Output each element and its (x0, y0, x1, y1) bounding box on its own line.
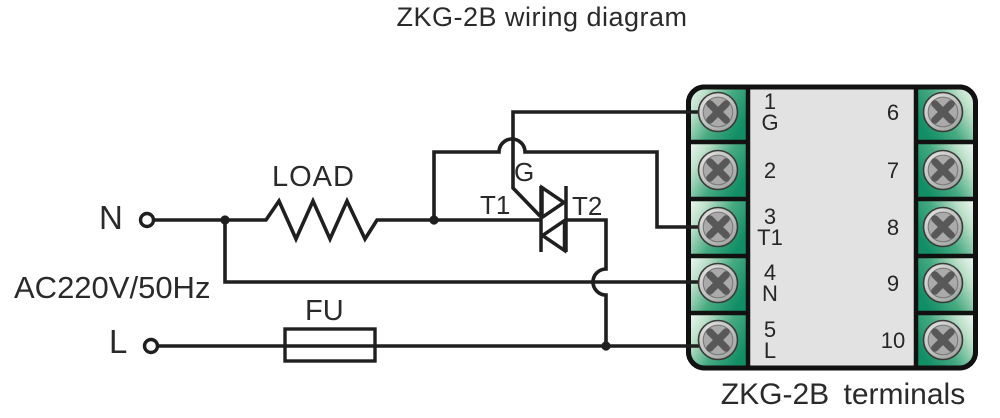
terminal-label-5: 5 L (740, 317, 800, 363)
fuse-label: FU (305, 295, 344, 327)
triac-upper-triangle (540, 184, 568, 221)
terminal-number: 3 (763, 204, 777, 229)
screw-icon (697, 91, 739, 133)
wire-t1-terminal3 (432, 137, 712, 229)
load-label: LOAD (272, 161, 355, 193)
screw-icon (922, 262, 964, 304)
terminal-number: 8 (886, 215, 900, 240)
terminal-label-10: 10 (863, 328, 923, 353)
terminal-number: 9 (886, 271, 900, 296)
triac-lower-triangle (539, 217, 567, 254)
terminal-label-6: 6 (863, 100, 923, 125)
live-label: L (109, 323, 128, 360)
screw-icon (922, 206, 964, 248)
terminal-number: 1 (763, 89, 777, 114)
triac-t2-label: T2 (572, 191, 603, 221)
wire-t2-down (566, 218, 608, 346)
terminal-label-1: 1 G (740, 89, 800, 135)
diagram-title: ZKG-2B wiring diagram (396, 2, 688, 32)
triac-t1-label: T1 (480, 190, 511, 220)
wire-neutral-branch-terminal4 (223, 220, 712, 284)
terminal-signal: N (762, 281, 778, 306)
junction-dots (220, 215, 611, 351)
screw-icon (697, 206, 739, 248)
wire-neutral-load-t1 (154, 196, 541, 244)
terminal-number: 6 (886, 100, 900, 125)
terminal-number: 10 (880, 328, 906, 353)
terminal-label-7: 7 (863, 158, 923, 183)
screw-icon (697, 149, 739, 191)
terminal-number: 5 (763, 317, 777, 342)
triac-symbol (539, 184, 568, 254)
neutral-terminal-circle (138, 211, 156, 229)
terminal-signal: L (763, 338, 777, 363)
screw-icon (697, 262, 739, 304)
terminal-label-4: 4 N (740, 260, 800, 306)
terminal-number: 2 (763, 158, 777, 183)
screw-icon (922, 149, 964, 191)
terminal-block-caption: ZKG-2B terminals (720, 378, 966, 411)
terminal-screws (697, 91, 964, 361)
supply-label: AC220V/50Hz (14, 270, 211, 305)
wires (154, 110, 712, 348)
terminal-label-8: 8 (863, 215, 923, 240)
terminal-number: 7 (886, 158, 900, 183)
terminal-signal: G (761, 110, 779, 135)
terminal-signal: T1 (757, 225, 783, 250)
terminal-number: 4 (763, 260, 777, 285)
fuse-symbol (283, 327, 377, 363)
triac-gate-label: G (514, 157, 535, 187)
neutral-label: N (99, 199, 123, 236)
screw-icon (922, 319, 964, 361)
screw-icon (922, 91, 964, 133)
screw-icon (697, 319, 739, 361)
terminal-label-3: 3 T1 (740, 204, 800, 250)
wire-gate-terminal1 (511, 110, 712, 218)
terminal-label-9: 9 (863, 271, 923, 296)
terminal-label-2: 2 (740, 158, 800, 183)
live-terminal-circle (142, 337, 160, 355)
